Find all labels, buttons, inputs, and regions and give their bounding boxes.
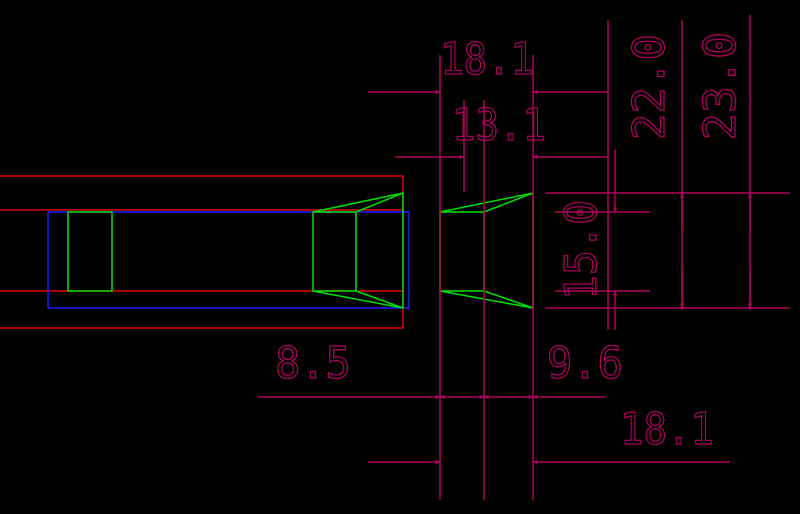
dimension-lines bbox=[258, 15, 790, 500]
dim-height-22: 22.0 bbox=[624, 34, 675, 140]
dim-height-15: 15.0 bbox=[556, 200, 607, 300]
dimension-labels: 18.1 13.1 22.0 23.0 15.0 8.5 9.6 18.1 bbox=[274, 31, 746, 455]
dim-width-outer-top: 18.1 bbox=[440, 34, 534, 85]
left-component-outline bbox=[67, 192, 404, 309]
dim-width-bottom: 18.1 bbox=[620, 404, 714, 455]
outer-tube-outline bbox=[0, 175, 404, 329]
inner-sleeve-outline bbox=[47, 211, 410, 309]
dim-length-left: 8.5 bbox=[275, 338, 351, 389]
dim-width-inner-top: 13.1 bbox=[452, 100, 546, 151]
right-component-outline bbox=[439, 192, 534, 309]
dim-length-right: 9.6 bbox=[547, 338, 623, 389]
dim-height-23: 23.0 bbox=[695, 32, 746, 140]
